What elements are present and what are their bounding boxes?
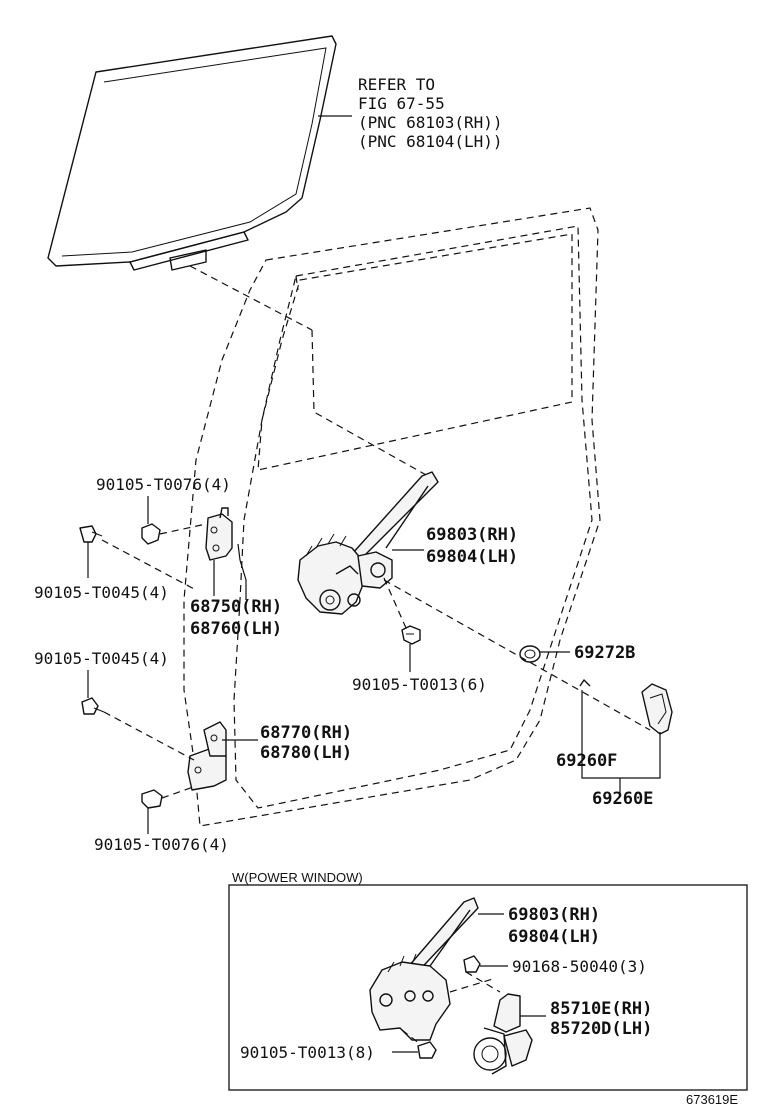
door-glass xyxy=(47,35,352,271)
bolt-icon xyxy=(79,525,103,543)
bolt-icon xyxy=(141,789,163,809)
label-bolt-t0045-lower: 90105-T0045(4) xyxy=(34,649,169,668)
inset-label-motor-rh: 85710E(RH) xyxy=(550,999,652,1019)
bolt-icon xyxy=(417,1041,437,1059)
glass-ref-line3: (PNC 68103(RH)) xyxy=(358,113,503,132)
screw-icon xyxy=(463,955,481,973)
label-handle-sub: 69260F xyxy=(556,751,617,771)
label-hinge-upper-rh: 68750(RH) xyxy=(190,597,282,617)
bolt-icon xyxy=(401,625,421,645)
lower-door-hinge xyxy=(187,721,227,791)
inset-label-screw: 90168-50040(3) xyxy=(512,957,647,976)
label-bolt-t0076-upper: 90105-T0076(4) xyxy=(96,475,231,494)
inset-label-regulator-lh: 69804(LH) xyxy=(508,927,600,947)
label-handle-assy: 69260E xyxy=(592,789,653,809)
handle-knob xyxy=(579,679,591,687)
inset-label-bolt-t0013: 90105-T0013(8) xyxy=(240,1043,375,1062)
label-hinge-lower-rh: 68770(RH) xyxy=(260,723,352,743)
upper-door-hinge xyxy=(205,507,233,596)
inset-label-motor-lh: 85720D(LH) xyxy=(550,1019,652,1039)
label-hinge-upper-lh: 68760(LH) xyxy=(190,619,282,639)
label-hinge-lower-lh: 68780(LH) xyxy=(260,743,352,763)
door-panel-outline xyxy=(183,207,601,827)
glass-ref-line2: FIG 67-55 xyxy=(358,94,445,113)
window-crank-handle xyxy=(641,683,673,735)
power-window-inset: W(POWER WINDOW) xyxy=(228,870,748,1091)
window-motor xyxy=(473,993,533,1075)
bolt-icon xyxy=(141,523,161,545)
label-regulator-lh: 69804(LH) xyxy=(426,547,518,567)
inset-title: W(POWER WINDOW) xyxy=(232,870,363,885)
grommet-icon xyxy=(519,645,541,663)
label-bolt-t0076-lower: 90105-T0076(4) xyxy=(94,835,229,854)
label-bolt-t0045-upper: 90105-T0045(4) xyxy=(34,583,169,602)
glass-ref-line1: REFER TO xyxy=(358,75,435,94)
figure-id: 673619E xyxy=(686,1092,738,1107)
glass-to-regulator-line xyxy=(189,265,313,331)
bolt-icon xyxy=(81,697,105,715)
label-grommet: 69272B xyxy=(574,643,635,663)
glass-ref-line4: (PNC 68104(LH)) xyxy=(358,132,503,151)
inset-label-regulator-rh: 69803(RH) xyxy=(508,905,600,925)
window-regulator xyxy=(297,471,439,615)
power-window-regulator xyxy=(369,897,479,1041)
label-regulator-rh: 69803(RH) xyxy=(426,525,518,545)
label-bolt-t0013: 90105-T0013(6) xyxy=(352,675,487,694)
